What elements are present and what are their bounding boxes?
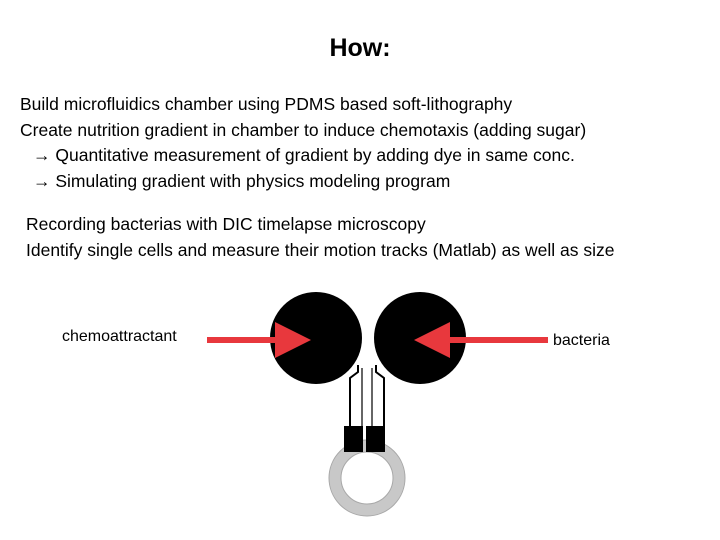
left-channel (349, 365, 359, 426)
right-outlet-block (366, 426, 385, 452)
left-well (270, 292, 362, 384)
method-steps: Build microfluidics chamber using PDMS b… (20, 92, 586, 194)
chemoattractant-label: chemoattractant (62, 328, 177, 345)
ring-chamber (329, 440, 405, 516)
left-outlet-block (344, 426, 363, 452)
analysis-steps: Recording bacterias with DIC timelapse m… (26, 212, 614, 263)
step-subline: → Quantitative measurement of gradient b… (33, 145, 575, 165)
right-channel (375, 365, 385, 426)
slide-title: How: (329, 34, 391, 62)
step-subline: → Simulating gradient with physics model… (33, 170, 451, 191)
step-line: Identify single cells and measure their … (26, 239, 615, 260)
step-line: Build microfluidics chamber using PDMS b… (20, 94, 513, 114)
bacteria-label: bacteria (553, 332, 610, 349)
step-line: Recording bacterias with DIC timelapse m… (26, 214, 426, 234)
step-line: Create nutrition gradient in chamber to … (20, 119, 587, 140)
